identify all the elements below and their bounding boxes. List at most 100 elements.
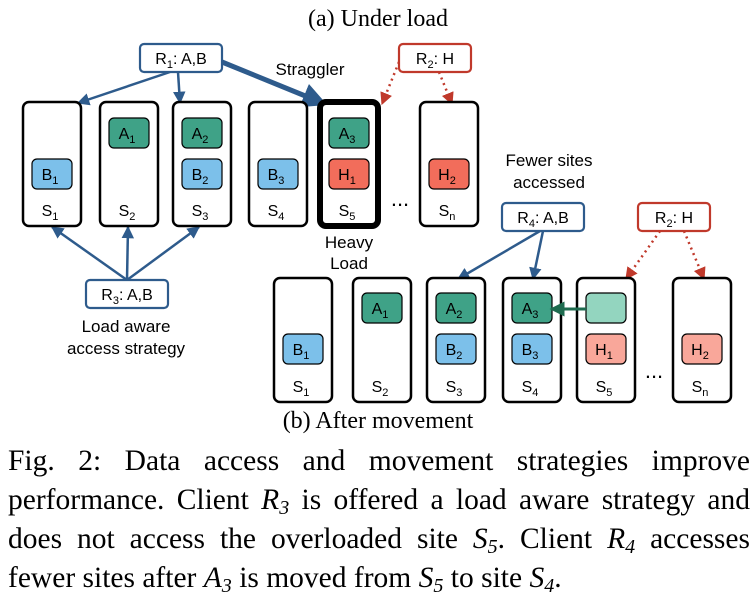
data-item-b3 — [257, 158, 299, 190]
r2-to-sn-arrow — [437, 71, 454, 106]
client-r2-a: R2: H — [397, 42, 473, 74]
r1-to-s5-straggler-arrow — [221, 59, 328, 108]
panel-a-title: (a) Under load — [308, 6, 448, 32]
diagram-canvas: (a) Under load (b) After movement B1S1A1… — [21, 6, 733, 434]
site-label: Sn — [439, 203, 456, 223]
data-item-a1 — [361, 292, 403, 324]
data-item-h2 — [428, 158, 470, 190]
data-item-b2 — [435, 333, 477, 365]
caption-fig-label: Fig. 2: — [8, 445, 102, 477]
client-label: R3: A,B — [101, 287, 152, 307]
heavy-load-label-1: Heavy — [325, 233, 374, 252]
data-item-b3 — [511, 333, 553, 365]
data-item-a3 — [328, 117, 370, 149]
r2b-to-s5-arrow — [624, 230, 662, 281]
site-label: S4 — [268, 203, 285, 223]
r3-to-s1-arrow — [50, 225, 128, 282]
data-item-a1 — [108, 117, 150, 149]
r4-to-s4-arrow — [529, 230, 545, 281]
client-box — [636, 201, 712, 233]
data-item-label: A2 — [446, 301, 463, 321]
panel-a-ellipsis: ... — [391, 186, 409, 211]
caption-text: . Client — [497, 523, 608, 555]
client-r2-b: R2: H — [636, 201, 712, 233]
caption-text: to site — [443, 562, 530, 594]
client-label: R4: A,B — [517, 210, 568, 230]
data-item-label: B2 — [192, 167, 209, 187]
r1-to-s1-arrow — [76, 70, 171, 106]
fewer-sites-label-2: accessed — [513, 173, 585, 192]
r3-to-s2-arrow — [121, 225, 135, 281]
client-r4: R4: A,B — [500, 201, 586, 233]
client-r3: R3: A,B — [84, 278, 170, 310]
caption-text: accesses fewer sites after — [8, 523, 750, 594]
figure-caption: Fig. 2: Data access and movement strateg… — [8, 442, 750, 598]
load-aware-label-1: Load aware — [82, 317, 171, 336]
data-item-a2 — [435, 292, 477, 324]
site-label: S3 — [192, 203, 209, 223]
arrows-layer — [50, 59, 706, 282]
panel-b-title: (b) After movement — [283, 408, 474, 434]
data-item-label: A3 — [522, 301, 539, 321]
r2b-to-sn-arrow — [682, 230, 706, 281]
r1-to-s3-arrow — [173, 71, 186, 105]
r4-to-s3-arrow — [456, 229, 541, 281]
caption-text: . — [554, 562, 562, 594]
data-item-label: H2 — [691, 342, 709, 362]
site-label: S3 — [446, 379, 463, 399]
data-item-b2 — [181, 158, 223, 190]
data-item-label: B1 — [293, 342, 310, 362]
panel-b-ellipsis: ... — [645, 358, 663, 383]
data-item-label: H1 — [338, 167, 356, 187]
load-aware-label-2: access strategy — [67, 339, 186, 358]
data-item-moved-slot — [585, 292, 627, 324]
data-item-label: B3 — [522, 342, 539, 362]
client-label: R1: A,B — [155, 51, 206, 71]
site-label: S2 — [119, 203, 136, 223]
caption-r3: R3 — [261, 484, 290, 519]
data-item-b1 — [31, 158, 73, 190]
caption-a3: A3 — [203, 562, 232, 597]
heavy-load-label-2: Load — [330, 254, 368, 273]
data-item-label: H1 — [595, 342, 613, 362]
client-label: R2: H — [655, 210, 693, 230]
site-label: S1 — [293, 379, 310, 399]
caption-s4: S4 — [529, 562, 555, 597]
straggler-label: Straggler — [276, 60, 345, 79]
data-item-h2 — [681, 333, 723, 365]
site-label: S5 — [339, 203, 356, 223]
data-item-label: A3 — [339, 126, 356, 146]
data-item-h1 — [585, 333, 627, 365]
data-item-label: A1 — [372, 301, 389, 321]
caption-r4: R4 — [607, 523, 636, 558]
site-label: S4 — [522, 379, 539, 399]
caption-text: is moved from — [231, 562, 419, 594]
data-item-label: A1 — [119, 126, 136, 146]
data-item-b1 — [282, 333, 324, 365]
client-box — [397, 42, 473, 74]
fewer-sites-label-1: Fewer sites — [506, 151, 593, 170]
client-label: R2: H — [416, 51, 454, 71]
data-item-a2 — [181, 117, 223, 149]
data-item-h1 — [328, 158, 370, 190]
data-item-label: A2 — [192, 126, 209, 146]
site-label: S5 — [596, 379, 613, 399]
client-box — [84, 278, 170, 310]
r3-to-s3-arrow — [126, 225, 201, 282]
caption-s5: S5 — [472, 523, 498, 558]
site-label: S1 — [42, 203, 59, 223]
data-item-label: H2 — [438, 167, 456, 187]
clients-layer: R1: A,B R2: H R3: A,B R4: A,B R2: H — [84, 42, 712, 310]
